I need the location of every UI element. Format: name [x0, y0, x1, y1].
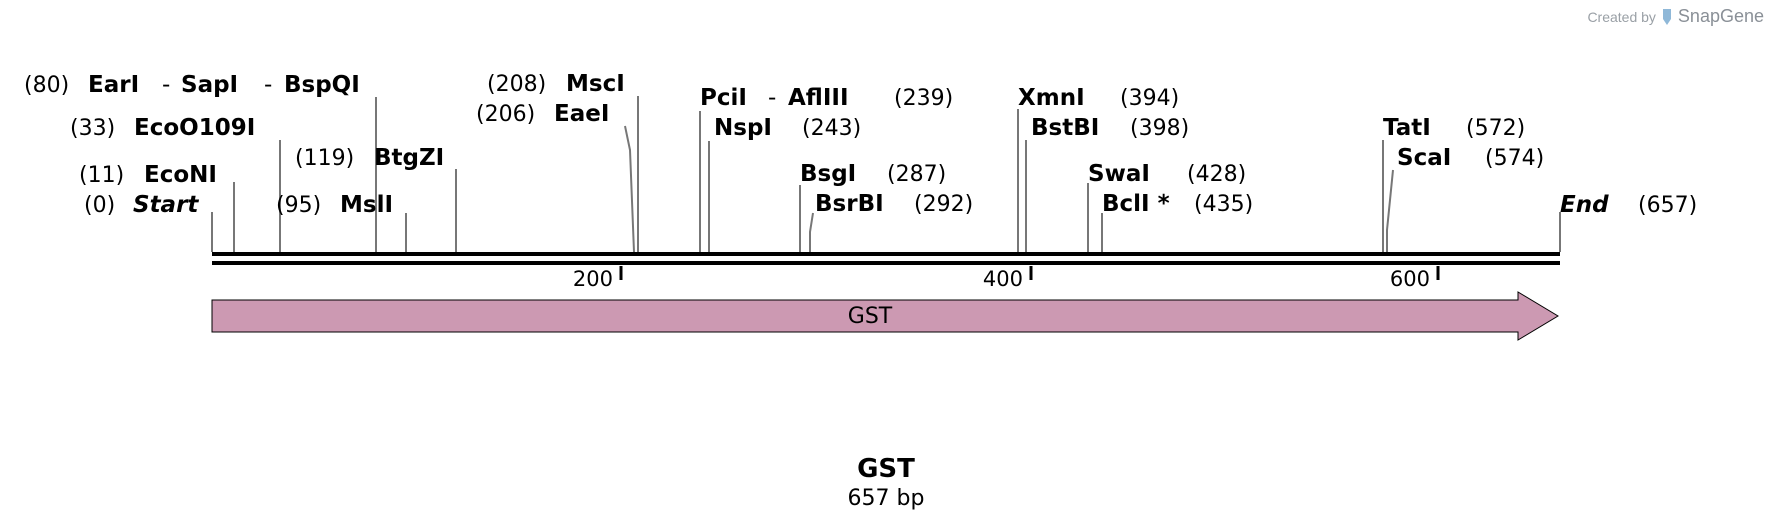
site-name-sapi[interactable]: SapI	[181, 72, 238, 98]
site-name-tati[interactable]: TatI	[1383, 115, 1431, 141]
site-name-bstbi[interactable]: BstBI	[1031, 115, 1099, 141]
site-name-afliii[interactable]: AflIII	[788, 85, 849, 111]
site-name-msli[interactable]: MslI	[340, 192, 393, 218]
site-position: (119)	[295, 146, 354, 171]
site-position: (657)	[1638, 193, 1697, 218]
site-name-ecoo109i[interactable]: EcoO109I	[134, 115, 255, 141]
site-position: (11)	[79, 163, 124, 188]
connector-eaei	[624, 125, 635, 253]
site-position: (208)	[487, 72, 546, 97]
site-position: (572)	[1466, 116, 1525, 141]
feature-label: GST	[848, 304, 893, 329]
credit-prefix: Created by	[1587, 8, 1656, 25]
site-name-bspqi[interactable]: BspQI	[284, 72, 360, 98]
site-name-pcii[interactable]: PciI	[700, 85, 747, 111]
map-title: GST	[857, 454, 915, 484]
site-name-btgzi[interactable]: BtgZI	[374, 145, 444, 171]
site-name-bsrbi[interactable]: BsrBI	[815, 191, 884, 217]
site-position: (398)	[1130, 116, 1189, 141]
feature-arrow[interactable]	[211, 291, 1559, 341]
tick-label: 400	[983, 267, 1023, 291]
tick-label: 200	[573, 267, 613, 291]
credit-brand: SnapGene	[1677, 6, 1764, 26]
map-length: 657 bp	[848, 486, 925, 511]
site-separator: -	[768, 85, 776, 111]
site-name-bcli[interactable]: BclI *	[1102, 191, 1170, 217]
site-name-xmni[interactable]: XmnI	[1018, 85, 1085, 111]
site-labels: (0) Start (11) EcoNI (33) EcoO109I (80) …	[24, 71, 1697, 218]
site-position: (95)	[276, 193, 321, 218]
site-position: (33)	[70, 116, 115, 141]
site-position: (394)	[1120, 86, 1179, 111]
site-position: (428)	[1187, 162, 1246, 187]
site-position: (243)	[802, 116, 861, 141]
site-position: (0)	[84, 193, 115, 218]
site-position: (80)	[24, 73, 69, 98]
site-name-swai[interactable]: SwaI	[1088, 161, 1150, 187]
site-position: (292)	[914, 192, 973, 217]
site-position: (287)	[887, 162, 946, 187]
site-name-econi[interactable]: EcoNI	[144, 162, 217, 188]
snapgene-logo-icon	[1662, 8, 1671, 25]
site-connectors	[211, 96, 1561, 253]
site-name-nspi[interactable]: NspI	[714, 115, 772, 141]
connector-bsrbi	[809, 212, 814, 252]
site-position: (435)	[1194, 192, 1253, 217]
site-position: (239)	[894, 86, 953, 111]
scale-ticks: 200 400 600	[573, 266, 1440, 291]
site-name-end[interactable]: End	[1560, 192, 1609, 218]
site-separator: -	[162, 72, 170, 98]
tick-label: 600	[1390, 267, 1430, 291]
connector-scai	[1386, 169, 1394, 252]
site-name-msci[interactable]: MscI	[566, 71, 625, 97]
site-name-eaei[interactable]: EaeI	[554, 101, 609, 127]
site-name-scai[interactable]: ScaI	[1397, 145, 1451, 171]
site-name-eari[interactable]: EarI	[88, 72, 139, 98]
site-name-start[interactable]: Start	[133, 192, 199, 218]
site-name-bsgi[interactable]: BsgI	[800, 161, 856, 187]
site-position: (574)	[1485, 146, 1544, 171]
snapgene-credit: Created by SnapGene	[1587, 6, 1764, 27]
site-separator: -	[264, 72, 272, 98]
site-position: (206)	[476, 102, 535, 127]
feature-gst[interactable]: GST	[211, 291, 1559, 341]
